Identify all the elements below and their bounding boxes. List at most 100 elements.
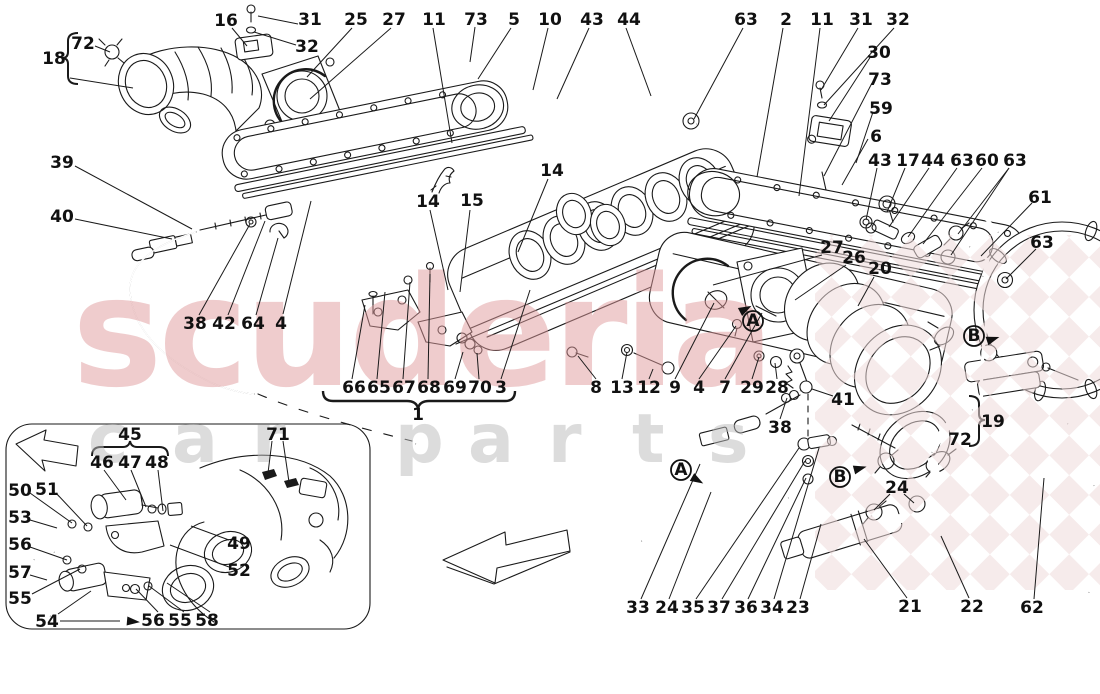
part-label-60: 60 [975, 151, 999, 171]
leader-line [886, 167, 906, 213]
part-label-72: 72 [71, 34, 95, 54]
pointer-arrowhead-icon [126, 616, 140, 626]
part-label-7: 7 [719, 378, 731, 398]
direction-arrow-main [442, 529, 571, 585]
part-label-39: 39 [50, 153, 74, 173]
air-intake-hose [117, 46, 263, 134]
leader-line [857, 276, 875, 307]
part-label-63: 63 [950, 151, 974, 171]
leader-line [747, 477, 807, 600]
leader-line [820, 27, 859, 91]
part-label-28: 28 [765, 378, 789, 398]
throttle-linkage [785, 348, 808, 389]
circled-label-A: A [674, 460, 688, 480]
part-label-24: 24 [655, 598, 679, 618]
ferrari-horse-logo [430, 166, 455, 194]
part-label-32: 32 [295, 37, 319, 57]
leader-line [841, 138, 869, 186]
part-label-11: 11 [810, 10, 834, 30]
part-label-38: 38 [768, 418, 792, 438]
leader-line [712, 254, 823, 286]
part-label-59: 59 [869, 99, 893, 119]
part-label-34: 34 [760, 598, 784, 618]
part-label-52: 52 [227, 561, 251, 581]
part-label-63: 63 [1003, 151, 1027, 171]
leader-line [148, 585, 185, 613]
leader-line [794, 264, 847, 301]
circled-label-ring [670, 459, 692, 481]
part-label-4: 4 [275, 314, 287, 334]
leader-line [621, 351, 628, 380]
leader-line [950, 167, 1010, 256]
part-label-66: 66 [342, 378, 366, 398]
part-label-46: 46 [90, 453, 114, 473]
part-label-70: 70 [468, 378, 492, 398]
part-label-43: 43 [580, 10, 604, 30]
direction-arrow-inset [15, 429, 79, 472]
part-label-27: 27 [382, 10, 406, 30]
part-label-64: 64 [241, 314, 265, 334]
part-label-71: 71 [266, 425, 290, 445]
leader-line [556, 27, 590, 100]
leader-line [903, 493, 915, 504]
part-label-31: 31 [849, 10, 873, 30]
leader-line [427, 273, 431, 380]
leader-line [698, 325, 737, 380]
part-label-72: 72 [948, 430, 972, 450]
part-label-23: 23 [786, 598, 810, 618]
part-label-13: 13 [610, 378, 634, 398]
part-label-44: 44 [617, 10, 641, 30]
watermark-letter: r [548, 400, 582, 479]
watermark-letter: p [395, 400, 444, 479]
leader-line [227, 220, 266, 316]
part-label-18: 18 [42, 49, 66, 69]
part-label-19: 19 [981, 412, 1005, 432]
leader-line [74, 218, 173, 240]
leader-line [873, 493, 891, 511]
part-label-12: 12 [637, 378, 661, 398]
watermark-title: scuderia [72, 244, 770, 421]
watermark-letter: a [172, 400, 218, 479]
leader-line [532, 27, 549, 91]
leader-line [351, 304, 366, 380]
part-label-29: 29 [740, 378, 764, 398]
part-label-55: 55 [8, 589, 32, 609]
circled-label-B: B [968, 326, 981, 346]
fasteners-middle [566, 290, 783, 375]
part-label-25: 25 [344, 10, 368, 30]
part-label-9: 9 [669, 378, 681, 398]
leader-line [693, 27, 744, 120]
checker-pattern [815, 235, 1100, 590]
pointer-arrowhead-icon [689, 473, 704, 484]
pointer-arrowhead-icon [852, 465, 867, 475]
leader-line [459, 209, 471, 293]
part-label-61: 61 [1028, 188, 1052, 208]
part-label-22: 22 [960, 597, 984, 617]
part-label-26: 26 [842, 248, 866, 268]
leader-line [477, 27, 512, 80]
part-label-24: 24 [885, 478, 909, 498]
part-label-41: 41 [831, 390, 855, 410]
part-label-55: 55 [168, 611, 192, 631]
part-label-37: 37 [707, 598, 731, 618]
leader-line [231, 27, 248, 47]
leader-line [648, 368, 654, 380]
part-label-47: 47 [118, 453, 142, 473]
part-label-4: 4 [693, 378, 705, 398]
leader-lines [29, 15, 1045, 622]
leader-line [756, 27, 784, 178]
pointer-arrowheads [126, 305, 1000, 626]
leader-line [55, 492, 88, 527]
part-label-3: 3 [495, 378, 507, 398]
watermark-letter: s [708, 400, 748, 479]
part-label-14: 14 [540, 161, 564, 181]
leader-line [668, 491, 712, 600]
leader-line [577, 355, 597, 380]
leader-line [198, 223, 251, 316]
leader-line [166, 582, 211, 613]
leader-line [640, 463, 701, 600]
